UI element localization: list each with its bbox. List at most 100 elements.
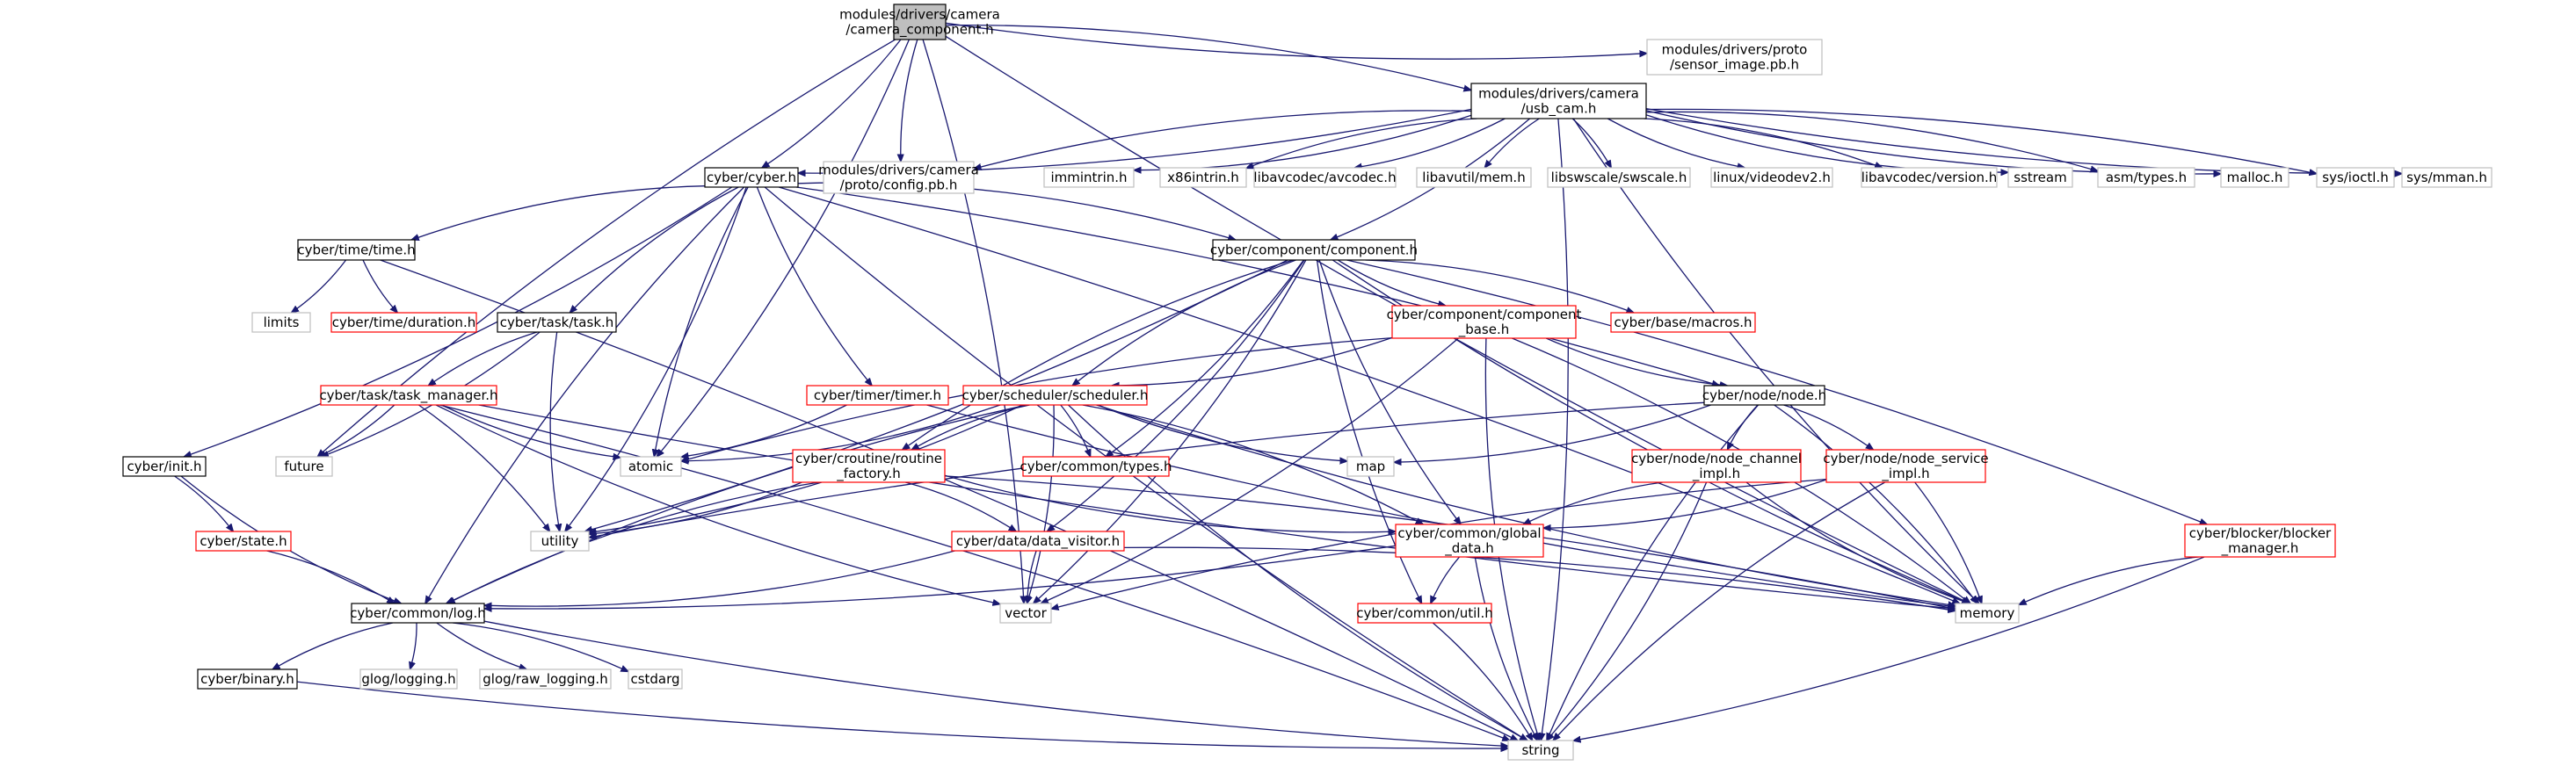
edge-usbcam-to-avversion <box>1644 118 1882 168</box>
node-label-line: string <box>1521 742 1559 758</box>
node-box <box>962 385 1148 406</box>
node-durationh[interactable]: cyber/time/duration.h <box>330 312 477 333</box>
edge-usbcam-to-ioctl <box>1645 108 2317 173</box>
node-label-line: _factory.h <box>836 466 900 482</box>
node-usbcam[interactable]: modules/drivers/camera/usb_cam.h <box>1470 83 1647 119</box>
node-label-line: cyber/init.h <box>127 459 201 474</box>
node-label-line: cyber/time/time.h <box>297 242 415 258</box>
node-box <box>806 385 949 406</box>
node-inith[interactable]: cyber/init.h <box>122 456 207 477</box>
node-visitor[interactable]: cyber/data/data_visitor.h <box>951 531 1125 552</box>
node-box <box>2097 167 2195 188</box>
node-label-line: cyber/node/node_channel <box>1631 451 1802 467</box>
node-componenth[interactable]: cyber/component/component.h <box>1210 239 1418 261</box>
node-vector: vector <box>999 603 1052 624</box>
node-avmem: libavutil/mem.h <box>1416 167 1532 188</box>
node-compbase[interactable]: cyber/component/component_base.h <box>1387 305 1582 339</box>
node-label-line: _manager.h <box>2221 540 2299 557</box>
node-stateh[interactable]: cyber/state.h <box>195 531 292 552</box>
edge-componenth-to-scheduler <box>1072 259 1296 386</box>
node-box <box>1346 456 1395 477</box>
node-typesh[interactable]: cyber/common/types.h <box>1020 456 1172 477</box>
edge-visitor-to-memory <box>1123 546 1956 611</box>
edge-cyberh-to-atomic <box>654 186 749 457</box>
edge-root-to-cyberh <box>762 39 902 168</box>
node-utilh[interactable]: cyber/common/util.h <box>1356 603 1493 624</box>
node-label-line: sys/mman.h <box>2406 170 2487 185</box>
edge-nodeh-to-servimpl <box>1783 404 1874 450</box>
node-label-line: cstdarg <box>630 671 679 687</box>
edge-logh-to-glog <box>410 622 417 669</box>
node-label-line: cyber/scheduler/scheduler.h <box>962 387 1149 403</box>
node-scheduler[interactable]: cyber/scheduler/scheduler.h <box>962 385 1149 406</box>
node-memory: memory <box>1955 603 2020 624</box>
node-label-line: cyber/component/component <box>1387 307 1582 322</box>
edge-taskmgr-to-atomic <box>441 404 620 458</box>
node-label-line: /proto/config.pb.h <box>840 177 958 193</box>
node-box <box>792 449 946 483</box>
edge-usbcam-to-asmtypes <box>1645 111 2098 170</box>
node-nodeh[interactable]: cyber/node/node.h <box>1702 385 1826 406</box>
edge-inith-to-stateh <box>174 475 234 531</box>
node-logh[interactable]: cyber/common/log.h <box>350 603 486 624</box>
node-box <box>1646 39 1823 76</box>
node-box <box>893 4 947 40</box>
node-label-line: cyber/task/task_manager.h <box>319 387 497 404</box>
node-chanimpl[interactable]: cyber/node/node_channel_impl.h <box>1631 449 1802 483</box>
node-atomic: atomic <box>620 456 682 477</box>
edge-scheduler-to-typesh <box>1060 404 1091 457</box>
edge-scheduler-to-utility <box>589 404 1023 532</box>
node-macros[interactable]: cyber/base/macros.h <box>1610 312 1756 333</box>
node-timeh[interactable]: cyber/time/time.h <box>297 239 416 261</box>
edge-scheduler-to-memory <box>1096 404 1956 606</box>
node-box <box>330 312 477 333</box>
node-root[interactable]: modules/drivers/camera/camera_component.… <box>839 4 1000 40</box>
node-box <box>823 161 975 194</box>
edge-stateh-to-logh <box>266 550 395 603</box>
edge-routine-to-utility <box>589 481 802 534</box>
node-taskh[interactable]: cyber/task/task.h <box>497 312 617 333</box>
node-servimpl[interactable]: cyber/node/node_service_impl.h <box>1823 449 1989 483</box>
edge-utilh-to-string <box>1432 622 1532 741</box>
node-taskmgr[interactable]: cyber/task/task_manager.h <box>319 385 498 406</box>
edge-componenth-to-compbase <box>1337 259 1446 306</box>
node-rawlog: glog/raw_logging.h <box>479 668 612 690</box>
node-binaryh[interactable]: cyber/binary.h <box>197 668 298 690</box>
node-box <box>1710 167 1833 188</box>
node-label-line: _impl.h <box>1692 466 1740 482</box>
edge-usbcam-to-string <box>1541 118 1569 741</box>
node-box <box>1253 167 1397 188</box>
edge-usbcam-to-avcodec <box>1354 118 1506 168</box>
node-box <box>1703 385 1825 406</box>
node-globaldata[interactable]: cyber/common/global_data.h <box>1395 524 1544 558</box>
node-box <box>1043 167 1135 188</box>
node-mman: sys/mman.h <box>2401 167 2493 188</box>
edge-nodeh-to-string <box>1547 404 1760 741</box>
node-label-line: linux/videodev2.h <box>1713 170 1831 185</box>
node-label-line: x86intrin.h <box>1167 170 1239 185</box>
node-asmtypes: asm/types.h <box>2097 167 2195 188</box>
edge-taskmgr-to-string <box>439 404 1510 741</box>
node-label-line: /sensor_image.pb.h <box>1670 57 1799 74</box>
node-label-line: cyber/state.h <box>200 533 287 549</box>
node-swscale: libswscale/swscale.h <box>1547 167 1691 188</box>
node-label-line: cyber/data/data_visitor.h <box>956 533 1120 550</box>
node-label-line: cyber/common/global <box>1397 525 1541 541</box>
node-label-line: _data.h <box>1444 540 1494 557</box>
node-map: map <box>1346 456 1395 477</box>
node-routine[interactable]: cyber/croutine/routine_factory.h <box>792 449 946 483</box>
edge-timeh-to-durationh <box>362 259 397 313</box>
edge-cyberh-to-memory <box>779 186 1960 603</box>
node-box <box>251 312 311 333</box>
edge-root-to-configpb <box>901 39 918 162</box>
node-box <box>351 603 485 624</box>
node-timerh[interactable]: cyber/timer/timer.h <box>806 385 949 406</box>
node-x86intrin: x86intrin.h <box>1159 167 1247 188</box>
node-label-line: cyber/cyber.h <box>707 170 796 185</box>
node-label-line: glog/logging.h <box>361 671 455 687</box>
node-box <box>1395 524 1544 558</box>
node-cyberh[interactable]: cyber/cyber.h <box>704 167 799 188</box>
edge-visitor-to-logh <box>484 550 955 606</box>
node-blocker[interactable]: cyber/blocker/blocker_manager.h <box>2184 524 2336 558</box>
